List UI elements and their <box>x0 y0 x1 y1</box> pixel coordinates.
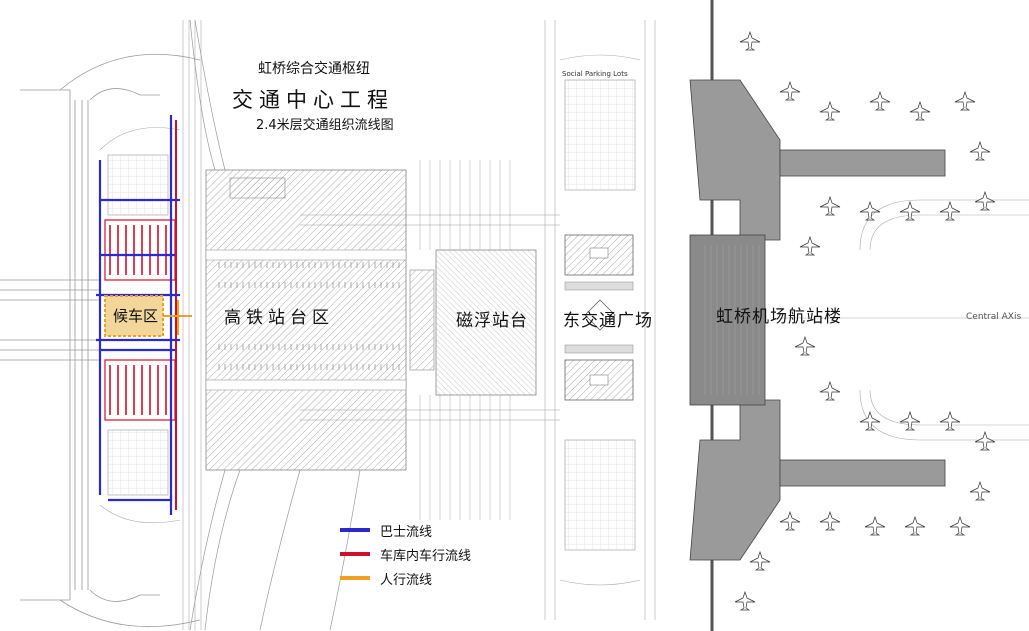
legend-label-bus: 巴士流线 <box>380 524 433 540</box>
zone-label-east-plaza: 东交通广场 <box>563 311 653 331</box>
terminal-building <box>689 79 946 561</box>
title-line-3: 2.4米层交通组织流线图 <box>256 118 394 133</box>
rail-tracks-west <box>182 20 204 630</box>
legend-item-garage: 车库内车行流线 <box>340 542 471 566</box>
aircraft-icons <box>734 30 996 611</box>
garage-north <box>104 219 176 281</box>
legend-item-pedestrian: 人行流线 <box>340 566 471 590</box>
zone-label-hsr: 高铁站台区 <box>224 308 334 328</box>
waiting-area <box>104 295 164 337</box>
legend: 巴士流线 车库内车行流线 人行流线 <box>340 518 471 590</box>
hsr-columns <box>215 262 400 370</box>
connecting-corridors <box>300 214 560 421</box>
zone-label-maglev: 磁浮站台 <box>456 311 528 331</box>
west-plaza <box>0 53 201 628</box>
apron-roads <box>780 199 1029 441</box>
garage-south <box>104 359 176 421</box>
zone-label-waiting: 候车区 <box>113 307 159 325</box>
legend-swatch-garage <box>340 552 370 556</box>
legend-item-bus: 巴士流线 <box>340 518 471 542</box>
maglev-tracks <box>419 160 511 520</box>
central-axis-label: Central AXis <box>966 312 1022 322</box>
title-line-1: 虹桥综合交通枢纽 <box>258 61 370 77</box>
legend-label-pedestrian: 人行流线 <box>380 572 433 588</box>
west-plaza-bottom <box>107 429 169 496</box>
zone-label-terminal: 虹桥机场航站楼 <box>716 307 842 327</box>
rail-curves <box>189 19 361 631</box>
title-line-2: 交通中心工程 <box>232 88 394 112</box>
legend-swatch-pedestrian <box>340 576 370 580</box>
east-plaza <box>564 79 636 551</box>
parking-label: Social Parking Lots <box>562 70 628 78</box>
maglev-platform-area <box>435 249 537 396</box>
legend-swatch-bus <box>340 528 370 532</box>
legend-label-garage: 车库内车行流线 <box>380 548 472 564</box>
west-plaza-top <box>107 154 169 216</box>
